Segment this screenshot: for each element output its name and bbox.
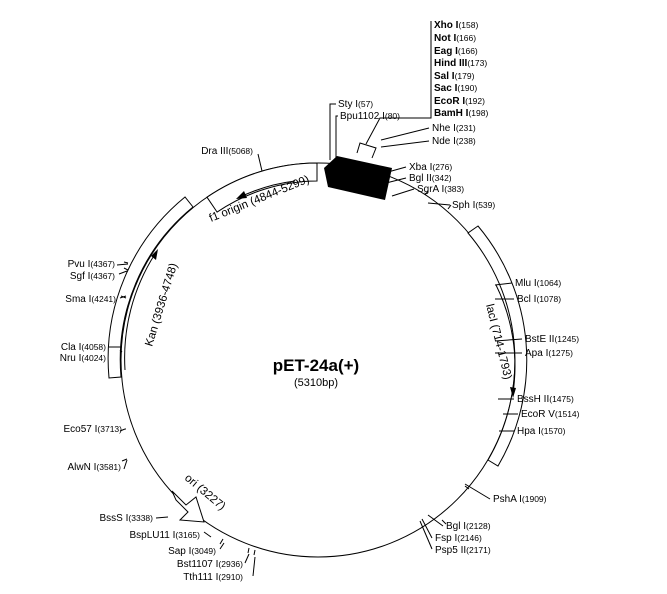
site-psha: PshA I(1909) [493, 494, 547, 505]
site-pvu: Pvu I(4367) [68, 259, 116, 270]
site-cla: Cla I(4058) [61, 342, 106, 353]
kan-label: Kan (3936-4748) [143, 262, 180, 348]
f1-origin-box [206, 162, 318, 213]
site-tth111: Tth111 I(2910) [183, 572, 243, 583]
site-bst1107: Bst1107 I(2936) [177, 559, 243, 570]
site-hpa: Hpa I(1570) [517, 426, 566, 437]
site-dra3: Dra III(5068) [201, 146, 253, 157]
site-psp5: Psp5 II(2171) [435, 545, 491, 556]
t7-promoter-block [324, 156, 392, 200]
mcs-site-2: Not I(166) [434, 33, 476, 44]
site-fsp: Fsp I(2146) [435, 533, 482, 544]
plasmid-size: (5310bp) [294, 377, 338, 389]
kan-box [107, 196, 194, 379]
site-nru: Nru I(4024) [60, 353, 106, 364]
leader-lines [109, 103, 523, 577]
lacI-arrow-line [495, 284, 516, 394]
lacI-box [467, 225, 528, 467]
restriction-site-labels: Sty I(57) Bpu1102 I(80) Nhe I(231) Nde I… [60, 99, 580, 583]
mcs-site-7: EcoR I(192) [434, 96, 485, 107]
site-bssh2: BssH II(1475) [517, 394, 574, 405]
plasmid-name: pET-24a(+) [273, 356, 359, 375]
site-bgl1: Bgl I(2128) [446, 521, 491, 532]
site-sgf: Sgf I(4367) [70, 271, 115, 282]
ori-box [171, 490, 205, 523]
lacI-arrowhead [510, 387, 516, 398]
site-bsss: BssS I(3338) [100, 513, 154, 524]
site-nde: Nde I(238) [432, 136, 476, 147]
tick-marks [119, 190, 470, 556]
mcs-site-1: Xho I(158) [434, 20, 478, 31]
mcs-site-4: Hind III(173) [434, 58, 487, 69]
site-ecorv: EcoR V(1514) [521, 409, 580, 420]
site-sma: Sma I(4241) [65, 294, 116, 305]
site-sap: Sap I(3049) [168, 546, 216, 557]
site-bcl: Bcl I(1078) [517, 294, 561, 305]
site-apa: Apa I(1275) [525, 348, 573, 359]
site-xba: Xba I(276) [409, 162, 452, 173]
mcs-site-8: BamH I(198) [434, 108, 488, 119]
kan-arrow-line [124, 253, 156, 371]
site-alwn: AlwN I(3581) [68, 462, 122, 473]
mcs-site-6: Sac I(190) [434, 83, 477, 94]
site-sph: Sph I(539) [452, 200, 495, 211]
mcs-site-labels: Xho I(158) Not I(166) Eag I(166) Hind II… [434, 20, 488, 119]
mcs-site-3: Eag I(166) [434, 46, 478, 57]
site-sgra: SgrA I(383) [417, 184, 464, 195]
site-bsplu11: BspLU11 I(3165) [129, 530, 200, 541]
site-nhe: Nhe I(231) [432, 123, 476, 134]
site-bgl2: Bgl II(342) [409, 173, 452, 184]
site-mlu: Mlu I(1064) [515, 278, 561, 289]
f1-origin-arrowhead [236, 191, 247, 199]
mcs-bracket [356, 142, 377, 159]
site-sty: Sty I(57) [338, 99, 373, 110]
mcs-site-5: Sal I(179) [434, 71, 475, 82]
lacI-label: lacI (714-1793) [483, 303, 513, 381]
site-bste2: BstE II(1245) [525, 334, 579, 345]
kan-arrowhead [151, 249, 158, 260]
site-bpu1102: Bpu1102 I(80) [340, 111, 400, 122]
site-eco57: Eco57 I(3713) [64, 424, 123, 435]
mcs-leader-line [365, 21, 432, 145]
